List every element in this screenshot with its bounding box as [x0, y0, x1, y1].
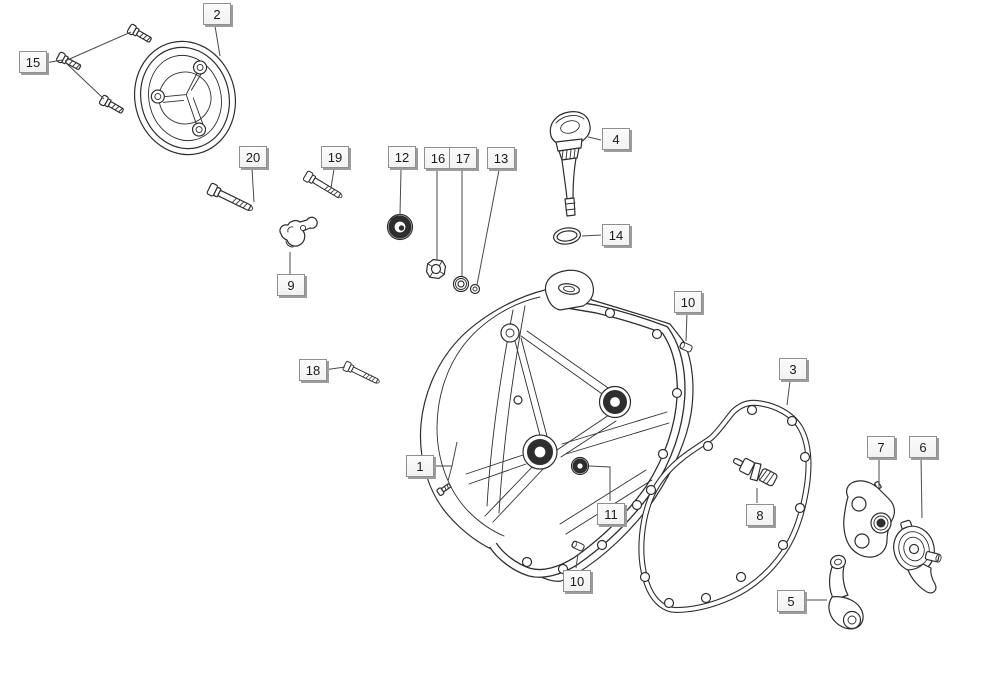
- part-17-washer: [452, 275, 470, 293]
- part-18-bolt: [341, 360, 382, 387]
- part-1-crankcase-cover: [419, 269, 694, 582]
- part-5-lever: [828, 554, 864, 630]
- part-7-flange-plate: [843, 480, 895, 558]
- leader-lines: [44, 25, 923, 601]
- callout-2: 2: [203, 3, 231, 25]
- part-2-round-cover: [133, 40, 237, 156]
- cover-bearing-boss-upper: [598, 385, 632, 419]
- callout-13: 13: [487, 147, 515, 169]
- callout-5: 5: [777, 590, 805, 612]
- callout-14: 14: [602, 224, 630, 246]
- callout-17: 17: [449, 147, 477, 169]
- part-4-dipstick: [549, 111, 591, 217]
- callout-4: 4: [602, 128, 630, 150]
- gasket-bolt-holes: [639, 404, 811, 609]
- part-3-gasket: [638, 399, 812, 613]
- callout-19: 19: [321, 146, 349, 168]
- part-16-nut: [425, 258, 447, 280]
- callout-10a: 10: [674, 291, 702, 313]
- callout-3: 3: [779, 358, 807, 380]
- callout-11: 11: [597, 503, 625, 525]
- part-6-tensioner: [893, 519, 942, 594]
- callout-15: 15: [19, 51, 47, 73]
- part-19-bolt: [302, 170, 345, 202]
- part-11-seal: [570, 456, 590, 476]
- callout-8: 8: [746, 504, 774, 526]
- part-12-seal: [386, 213, 414, 241]
- cover-bolt-holes: [521, 307, 683, 575]
- cover-bearing-boss-lower: [522, 434, 558, 470]
- callout-1: 1: [406, 455, 434, 477]
- callout-16: 16: [424, 147, 452, 169]
- part-9-bracket: [279, 216, 318, 248]
- callout-20: 20: [239, 146, 267, 168]
- part-13-ring: [469, 283, 481, 295]
- part-8-screw: [732, 457, 778, 487]
- callout-9: 9: [277, 274, 305, 296]
- callout-7: 7: [867, 436, 895, 458]
- callout-6: 6: [909, 436, 937, 458]
- part-20-bolt: [205, 182, 256, 216]
- part-14-oring: [552, 227, 582, 245]
- callout-10b: 10: [563, 570, 591, 592]
- callout-12: 12: [388, 146, 416, 168]
- callout-18: 18: [299, 359, 327, 381]
